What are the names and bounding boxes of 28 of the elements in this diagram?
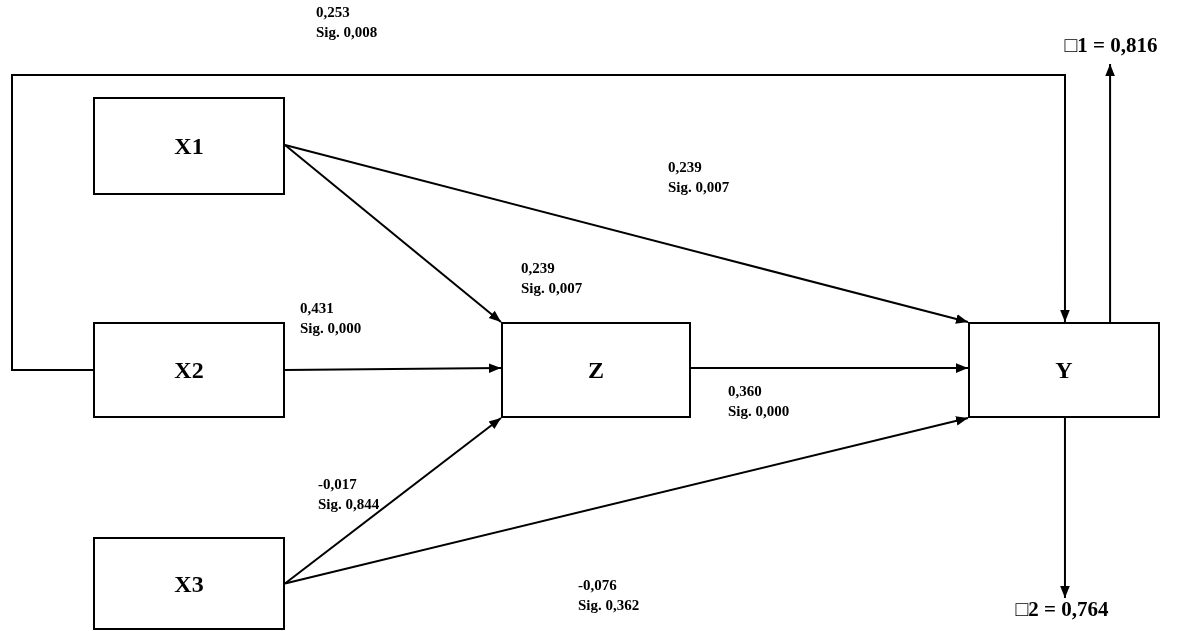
arrow (1105, 63, 1115, 323)
arrow (284, 144, 502, 323)
arrow (1060, 417, 1070, 599)
variable-name: X2 (174, 356, 204, 385)
variable-box (93, 537, 285, 630)
edge-label: 0,360 Sig. 0,000 (728, 382, 790, 421)
result-label: □1 = 0,816 (1050, 34, 1172, 58)
variable-name: X3 (174, 569, 204, 599)
variable-box (93, 97, 285, 195)
variable-box (968, 322, 1160, 418)
arrow (284, 363, 502, 373)
variable-box (501, 322, 691, 418)
variable-name: Y (1055, 356, 1073, 385)
edge-label: -0,017 Sig. 0,844 (318, 475, 380, 514)
arrow (284, 416, 969, 585)
edge-label: 0,239 Sig. 0,007 (668, 158, 730, 197)
result-label: □2 = 0,764 (1000, 598, 1124, 622)
edge-label: 0,239 Sig. 0,007 (521, 259, 583, 298)
variable-name: X1 (174, 132, 204, 161)
edge-label: 0,253 Sig. 0,008 (316, 3, 378, 42)
arrow (690, 363, 969, 373)
arrow (284, 417, 502, 585)
arrow (11, 74, 1070, 371)
arrow (284, 144, 969, 324)
edge-label: -0,076 Sig. 0,362 (578, 576, 640, 615)
variable-box (93, 322, 285, 418)
edge-label: 0,431 Sig. 0,000 (300, 299, 362, 338)
variable-name: Z (588, 356, 604, 385)
